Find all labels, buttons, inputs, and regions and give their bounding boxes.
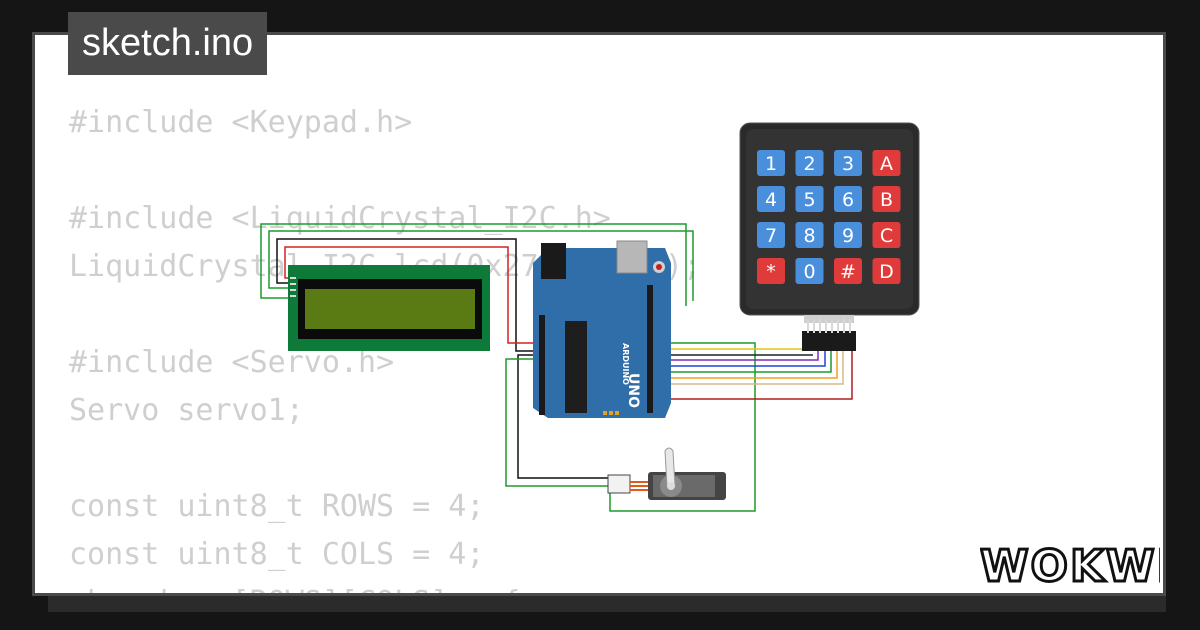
keypad-key-label: 4 [765, 189, 777, 211]
keypad-key-cap [795, 186, 824, 212]
keypad-key-cap [834, 222, 862, 248]
keypad-key-label: 9 [842, 225, 854, 247]
keypad-key-label: A [880, 153, 893, 175]
wire-blue [663, 351, 826, 367]
digital-header [647, 285, 653, 413]
status-leds [603, 411, 619, 415]
wokwi-logo: WOKWI [980, 540, 1160, 594]
keypad-key-label: 6 [842, 189, 854, 211]
keypad-key-B: B [872, 186, 901, 212]
power-jack [541, 243, 566, 279]
file-tab[interactable]: sketch.ino [68, 12, 268, 75]
wire-black [276, 238, 541, 352]
wire-green [260, 223, 687, 306]
keypad-key-cap [834, 258, 862, 284]
code-line: const uint8_t ROWS = 4; [69, 489, 485, 524]
keypad-key-label: C [880, 225, 893, 247]
wire-green [663, 351, 832, 373]
arduino-brand-text: ARDUINO [621, 343, 630, 385]
wire-red [284, 246, 541, 344]
keypad-key-A: A [872, 150, 901, 176]
servo-wires [630, 481, 648, 491]
keypad-key-3: 3 [834, 150, 862, 176]
arduino-model-text: UNO [625, 373, 641, 408]
keypad-key-cap [872, 186, 901, 212]
lcd-screen [305, 289, 475, 329]
keypad-key-cap [872, 222, 901, 248]
wire-tan [663, 351, 844, 385]
code-line: char keys[ROWS][COLS] = { [69, 585, 521, 593]
keypad-key-cap [872, 150, 901, 176]
circuit-diagram: ARDUINO UNO 1 2 3 A 4 5 6 B 7 8 9 C * 0 # D [260, 122, 920, 512]
arduino-uno: ARDUINO UNO [533, 240, 671, 418]
keypad-key-0: 0 [795, 258, 824, 284]
keypad-key-8: 8 [795, 222, 824, 248]
keypad-key-cap [795, 258, 824, 284]
keypad-ribbon [804, 315, 854, 323]
keypad-key-C: C [872, 222, 901, 248]
keypad-key-label: # [840, 261, 856, 283]
wires [260, 223, 853, 512]
keypad-key-2: 2 [795, 150, 824, 176]
power-header [539, 315, 545, 415]
wire-green [268, 230, 694, 301]
preview-card: #include <Keypad.h> #include <LiquidCrys… [32, 32, 1166, 596]
wire-black [517, 354, 618, 479]
keypad-key-cap [834, 150, 862, 176]
keypad-key-1: 1 [757, 150, 785, 176]
keypad-key-cap [757, 258, 785, 284]
wire-orange [663, 351, 838, 379]
code-line: const uint8_t COLS = 4; [69, 537, 485, 572]
keypad-key-cap [834, 186, 862, 212]
code-line: #include <Servo.h> [69, 345, 395, 380]
keypad-key-label: 0 [803, 261, 815, 283]
wire-green [505, 358, 618, 487]
keypad-key-cap [795, 150, 824, 176]
keypad-key-5: 5 [795, 186, 824, 212]
keypad-key-label: 3 [842, 153, 854, 175]
code-line: Servo servo1; [69, 393, 304, 428]
keypad-key-label: D [879, 261, 894, 283]
keypad-key-cap [757, 186, 785, 212]
keypad-key-label: * [766, 261, 776, 283]
wire-darkred [663, 351, 853, 400]
keypad-key-cap [757, 222, 785, 248]
keypad-key-label: 1 [765, 153, 777, 175]
keypad-key-*: * [757, 258, 785, 284]
keypad-key-label: 2 [803, 153, 815, 175]
keypad-key-9: 9 [834, 222, 862, 248]
code-line: #include <LiquidCrystal_I2C.h> [69, 201, 611, 236]
keypad-key-4: 4 [757, 186, 785, 212]
servo-horn [664, 447, 676, 487]
keypad-key-cap [872, 258, 901, 284]
keypad-key-label: B [880, 189, 893, 211]
lcd-display [288, 265, 490, 351]
card-shadow [48, 592, 1166, 612]
wokwi-logo-text: WOKWI [980, 541, 1160, 592]
keypad-key-label: 7 [765, 225, 777, 247]
wire-purple [663, 351, 819, 361]
keypad-connector [802, 331, 856, 351]
keypad-key-cap [757, 150, 785, 176]
keypad-4x4: 1 2 3 A 4 5 6 B 7 8 9 C * 0 # D [739, 122, 920, 351]
keypad-key-label: 5 [803, 189, 815, 211]
servo-motor [607, 447, 726, 500]
lcd-pins [290, 277, 296, 297]
keypad-pins [807, 319, 851, 333]
wire-green [609, 342, 756, 512]
keypad-key-#: # [834, 258, 862, 284]
code-line: #include <Keypad.h> [69, 105, 413, 140]
keypad-key-D: D [872, 258, 901, 284]
microcontroller-chip [565, 321, 587, 413]
usb-port [616, 240, 648, 274]
keypad-key-7: 7 [757, 222, 785, 248]
keypad-key-6: 6 [834, 186, 862, 212]
servo-connector [607, 474, 631, 494]
keypad-key-cap [795, 222, 824, 248]
keypad-key-label: 8 [803, 225, 815, 247]
keypad-keys: 1 2 3 A 4 5 6 B 7 8 9 C * 0 # D [757, 150, 901, 284]
